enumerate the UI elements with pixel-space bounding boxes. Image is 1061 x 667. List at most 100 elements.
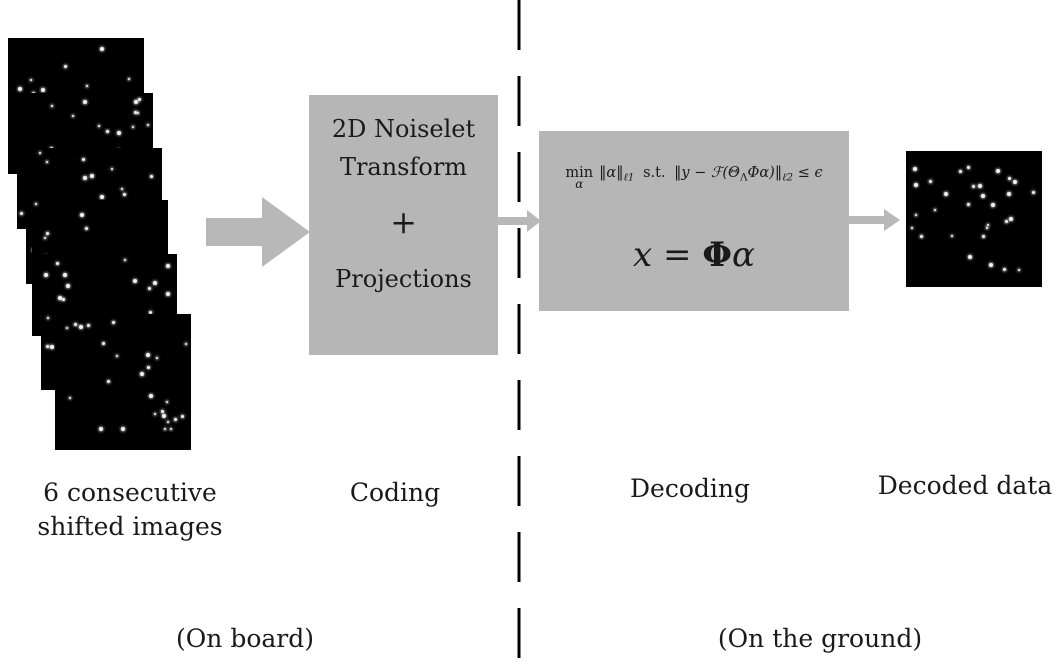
star-dot: [30, 79, 32, 81]
star-dot: [968, 255, 972, 259]
star-dot: [174, 418, 177, 421]
star-dot: [1009, 217, 1013, 221]
star-dot: [915, 214, 917, 216]
decoding-caption: Decoding: [630, 474, 750, 503]
coding-caption: Coding: [349, 478, 441, 507]
on-board-caption: (On board): [176, 624, 314, 653]
star-dot: [185, 343, 187, 345]
star-dot: [99, 427, 103, 431]
star-dot: [967, 203, 970, 206]
star-dot: [50, 345, 54, 349]
star-dot: [989, 263, 993, 267]
star-dot: [166, 292, 170, 296]
star-dot: [117, 131, 121, 135]
star-dot: [85, 227, 88, 230]
star-dot: [156, 357, 158, 359]
coding-to-decoding-arrow: [497, 210, 541, 232]
star-dot: [978, 184, 982, 188]
star-dot: [102, 342, 105, 345]
star-dot: [920, 235, 923, 238]
star-dot: [911, 227, 913, 229]
star-dot: [98, 125, 100, 127]
star-dot: [166, 264, 170, 268]
coding-line-3: Projections: [335, 265, 472, 293]
star-dot: [161, 410, 164, 413]
input-caption-line-2: shifted images: [37, 512, 223, 541]
star-dot: [149, 311, 152, 314]
star-dot: [170, 428, 172, 430]
star-dot: [128, 78, 130, 80]
star-dot: [62, 298, 65, 301]
formula-x: x: [633, 235, 653, 275]
star-dot: [90, 174, 94, 178]
star-dot: [82, 158, 85, 161]
formula-equals: =: [663, 235, 692, 275]
star-dot: [86, 85, 88, 87]
star-dot: [147, 124, 149, 126]
star-dot: [137, 112, 139, 114]
input-caption-line-1: 6 consecutive: [43, 478, 217, 507]
input-image-frame: [55, 314, 191, 450]
star-dot: [913, 167, 917, 171]
star-dot: [944, 192, 948, 196]
star-dot: [164, 428, 166, 430]
star-dot: [124, 259, 126, 261]
star-dot: [44, 273, 48, 277]
star-dot: [967, 166, 970, 169]
star-dot: [147, 366, 150, 369]
star-dot: [46, 161, 48, 163]
star-dot: [1032, 191, 1035, 194]
reconstruction-formula: x = Φα: [539, 235, 849, 275]
input-caption: 6 consecutive shifted images: [25, 476, 235, 544]
coding-box: 2D Noiselet Transform + Projections: [309, 95, 498, 355]
star-dot: [83, 176, 87, 180]
decoding-to-output-arrow: [848, 209, 900, 231]
star-dot: [150, 175, 153, 178]
formula-subject-to: s.t.: [643, 165, 666, 181]
star-dot: [959, 170, 962, 173]
star-dot: [39, 152, 41, 154]
star-dot: [107, 380, 110, 383]
star-dot: [1003, 268, 1006, 271]
star-dot: [146, 353, 150, 357]
star-dot: [934, 209, 936, 211]
formula-phi: Φ: [702, 235, 732, 275]
star-dot: [83, 100, 87, 104]
formula-min: min: [565, 165, 594, 181]
star-dot: [982, 235, 985, 238]
star-dot: [162, 414, 166, 418]
star-dot: [996, 169, 1000, 173]
star-dot: [106, 130, 109, 133]
star-dot: [123, 193, 126, 196]
star-dot: [986, 227, 988, 229]
formula-phi-alpha: Φα)‖: [747, 165, 783, 181]
star-dot: [134, 100, 138, 104]
star-dot: [133, 279, 137, 283]
star-dot: [18, 87, 22, 91]
star-dot: [140, 372, 144, 376]
star-dot: [1018, 269, 1020, 271]
star-dot: [1013, 180, 1017, 184]
star-dot: [972, 185, 975, 188]
star-dot: [154, 413, 156, 415]
star-dot: [35, 203, 37, 205]
star-dot: [167, 421, 169, 423]
star-dot: [79, 325, 83, 329]
formula-alpha: α: [731, 235, 755, 275]
formula-residual: ‖y − ℱ(Θ: [674, 165, 740, 181]
star-dot: [46, 232, 49, 235]
star-dot: [987, 224, 989, 226]
star-dot: [981, 194, 985, 198]
star-dot: [112, 321, 115, 324]
coding-line-2: Transform: [339, 153, 468, 181]
plus-sign: +: [390, 203, 417, 241]
star-dot: [951, 235, 953, 237]
star-dot: [149, 394, 153, 398]
star-dot: [47, 317, 49, 319]
star-dot: [72, 115, 74, 117]
star-dot: [181, 415, 184, 418]
star-dot: [121, 188, 123, 190]
star-dot: [111, 168, 113, 170]
